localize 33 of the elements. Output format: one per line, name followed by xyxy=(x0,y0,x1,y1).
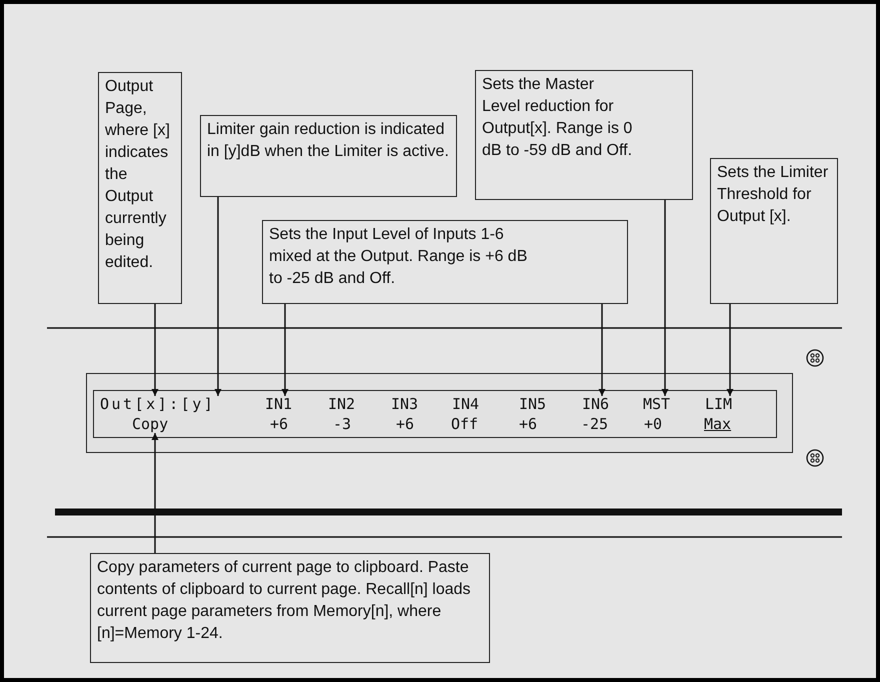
display-text: IN3 xyxy=(391,396,418,413)
cursor-value: Max xyxy=(704,416,732,433)
lcd-screen xyxy=(93,390,777,438)
callout-box: Output Page, where [x] indicates the Output currently being edited. xyxy=(98,72,182,304)
display-value: Copy xyxy=(132,416,168,433)
leader-arrow xyxy=(152,433,158,553)
display-value: +6 xyxy=(519,416,538,433)
callout-box: Sets the Limiter Threshold for Output [x]. xyxy=(710,158,838,304)
leader-arrow xyxy=(726,304,734,396)
display-text: IN4 xyxy=(452,396,480,413)
leader-arrow xyxy=(214,197,222,396)
display-panel xyxy=(86,373,793,453)
display-text: IN6 xyxy=(582,396,610,413)
display-value: -3 xyxy=(333,416,352,433)
leader-arrow xyxy=(152,304,158,396)
callout-box: Sets the Input Level of Inputs 1-6 mixed at the Output. Range is +6 dB to -25 dB and Off. xyxy=(262,220,628,304)
display-value: Off xyxy=(451,416,478,433)
display-text: MST xyxy=(643,396,670,413)
display-text: Out[x]:[y] xyxy=(100,396,216,413)
display-value: +0 xyxy=(644,416,662,433)
display-text: LIM xyxy=(705,396,732,413)
callout-box: Sets the Master Level reduction for Output[x]. Range is 0 dB to -59 dB and Off. xyxy=(475,70,693,200)
display-value: +6 xyxy=(396,416,414,433)
display-text: IN2 xyxy=(328,396,356,413)
display-text: IN5 xyxy=(519,396,546,413)
leader-arrow xyxy=(662,200,668,396)
display-text: IN1 xyxy=(265,396,292,413)
callout-box: Copy parameters of current page to clipboard. Paste contents of clipboard to current page. Recall[n] loads current page parameters from Memory[n], where [n]=Memory 1-24. xyxy=(90,553,490,663)
callout-box: Limiter gain reduction is indicated in [y]dB when the Limiter is active. xyxy=(200,115,457,197)
display-value: -25 xyxy=(581,416,608,433)
leader-arrow xyxy=(598,304,606,396)
leader-arrow xyxy=(282,304,288,396)
display-value: +6 xyxy=(270,416,288,433)
